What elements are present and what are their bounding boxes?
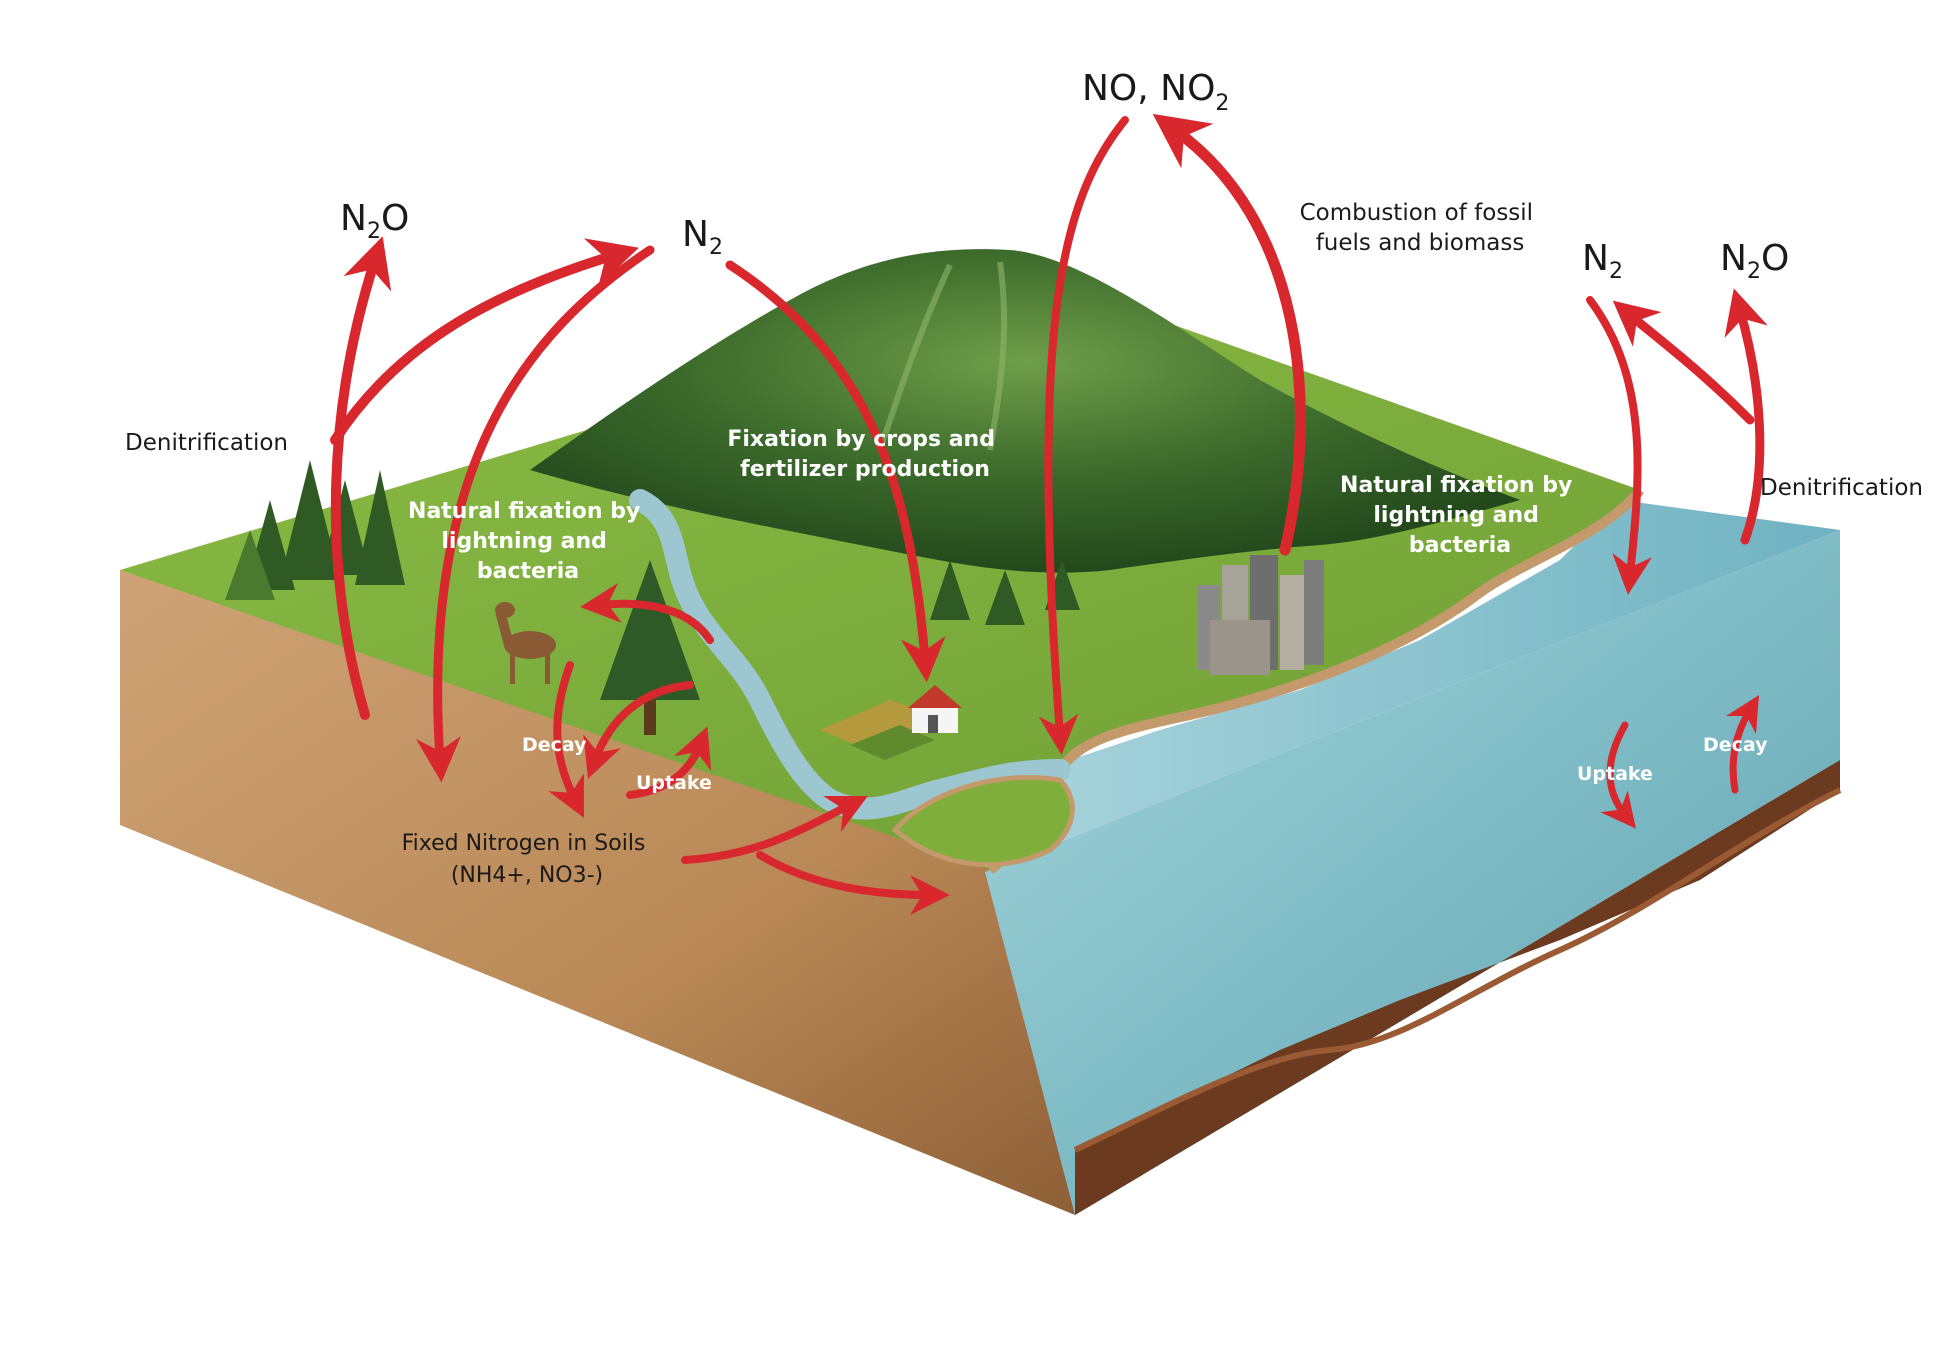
flow-arrows [330,113,1768,915]
deer [495,602,556,684]
mountain [530,249,1520,573]
gas-n2o-left: N2O [340,198,409,244]
arrow-denitrification-to-n2o-right [1724,288,1768,545]
label-decay-right: Decay [1703,734,1768,756]
arrow-city-to-no [1152,113,1306,556]
arrow-decay-right [1725,694,1759,794]
gas-n2o-right: N2O [1720,238,1789,284]
label-fixed-nitrogen: Fixed Nitrogen in Soils (NH4+, NO3-) [402,831,653,888]
arrow-denitrification-to-n2o-left [330,236,392,720]
arrow-uptake-right [1600,721,1636,829]
arrow-no-to-river [1038,116,1129,755]
river [629,489,1071,820]
gas-n2-left: N2 [682,214,723,260]
label-uptake-right: Uptake [1577,763,1653,785]
soil-cross-section [120,570,1075,1215]
arrow-fixation-to-left [580,583,714,644]
pine-tree [600,560,700,735]
label-natural-fixation-right: Natural fixation by lightning and bacter… [1340,473,1580,558]
terrain-block [120,249,1842,1215]
seabed-sediment [1075,760,1840,1215]
arrow-denitrification-to-n2-right [1612,300,1755,425]
gas-no-no2: NO, NO2 [1082,68,1229,116]
arrow-decay-left [548,661,584,818]
farmhouse [908,685,962,733]
crop-field-green [850,725,935,760]
label-uptake-left: Uptake [636,772,712,794]
label-combustion: Combustion of fossil fuels and biomass [1300,200,1541,256]
arrow-decay-to-soil [583,681,694,779]
label-denitrification-right: Denitrification [1760,475,1923,501]
arrow-soil-to-water [756,851,950,915]
seabed-edge [1073,787,1842,1153]
city-buildings [1198,555,1324,675]
arrow-uptake-left [626,726,712,799]
arrow-soil-to-river [681,796,868,864]
water-cross-section [985,530,1840,1215]
arrow-denitrification-to-n2-left [330,238,639,445]
label-decay-left: Decay [522,734,587,756]
mountain-ridge [877,261,1008,451]
arrow-n2-to-soil-left [416,245,655,783]
arrow-n2-to-farm [725,260,946,683]
gas-n2-right: N2 [1582,238,1623,284]
river-island [891,775,1075,868]
arrow-n2-to-water-right [1586,296,1652,595]
label-natural-fixation-left: Natural fixation by lightning and bacter… [408,499,648,584]
label-fixation-crops: Fixation by crops and fertilizer product… [727,427,1002,482]
label-denitrification-left: Denitrification [125,430,288,456]
tree-cluster-left [225,460,405,600]
